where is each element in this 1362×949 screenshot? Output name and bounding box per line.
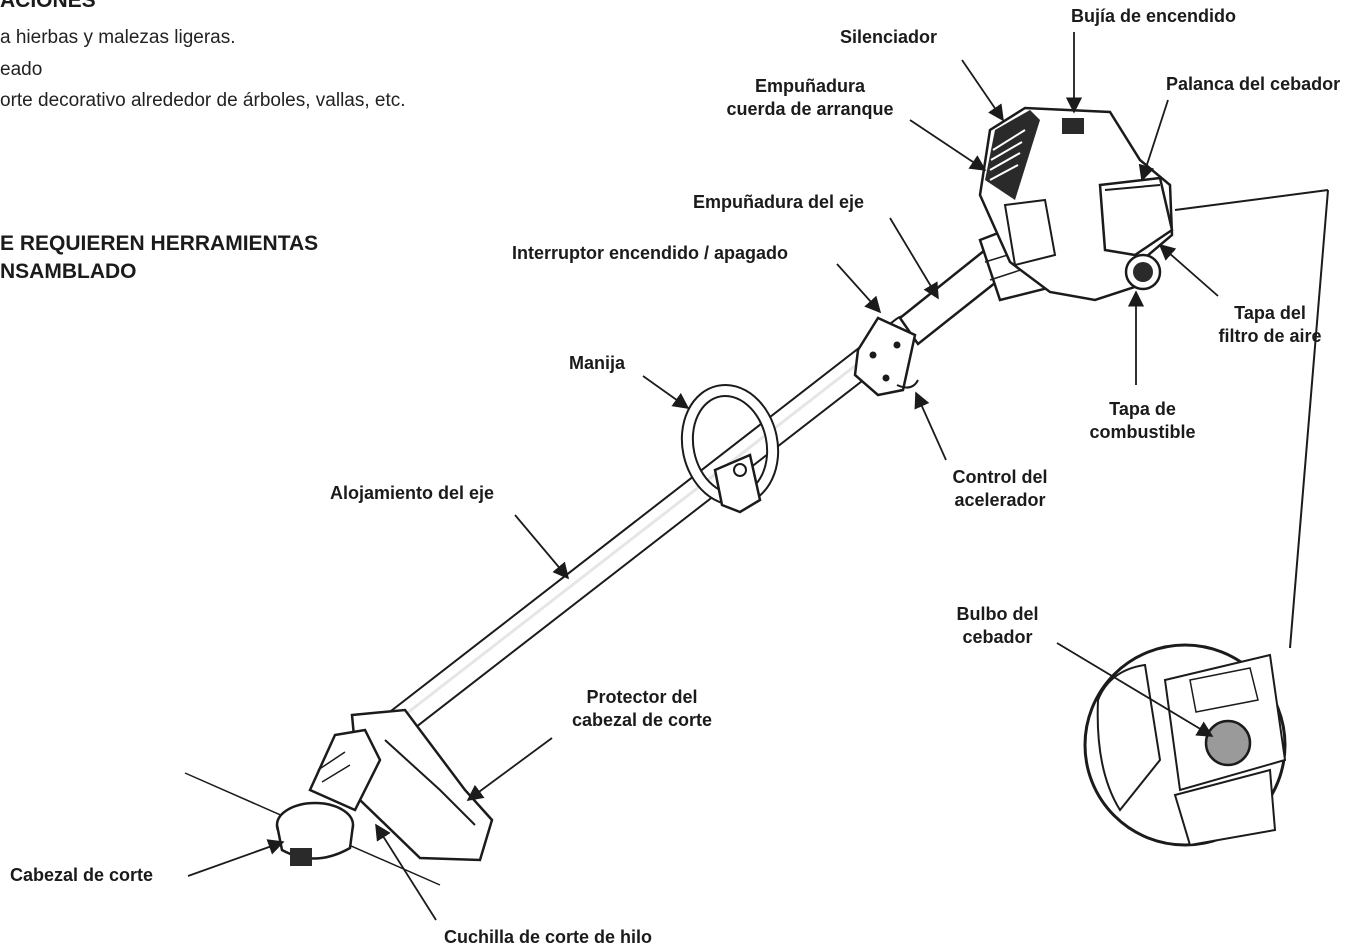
engine (978, 106, 1174, 302)
loop-handle (680, 383, 780, 514)
label-on-off-switch: Interruptor encendido / apagado (512, 243, 789, 263)
label-throttle: Control del acelerador (935, 466, 1065, 512)
label-throttle-line-2: acelerador (954, 490, 1046, 510)
label-muffler: Silenciador (840, 27, 938, 47)
tools-heading-line-2: NSAMBLADO (0, 260, 137, 283)
label-shaft-grip: Empuñadura del eje (693, 192, 865, 212)
usage-line-3: orte decorativo alrededor de árboles, va… (0, 90, 406, 111)
callout-lines (187, 32, 1219, 921)
label-primer-bulb: Bulbo del cebador (935, 603, 1060, 649)
label-starter-handle-line-1: Empuñadura (754, 76, 865, 96)
label-cutting-guard-line-1: Protector del (586, 687, 698, 707)
label-cutting-head: Cabezal de corte (10, 865, 154, 885)
usage-heading: ACIONES (0, 0, 96, 12)
label-fuel-cap-line-2: combustible (1089, 422, 1196, 442)
label-air-filter: Tapa del filtro de aire (1195, 302, 1345, 348)
label-throttle-line-1: Control del (952, 467, 1048, 487)
label-primer-bulb-line-1: Bulbo del (956, 604, 1039, 624)
primer-bulb-detail (1083, 189, 1329, 847)
label-spark-plug: Bujía de encendido (1071, 6, 1237, 26)
label-fuel-cap-line-1: Tapa de (1109, 399, 1176, 419)
label-cutting-guard-line-2: cabezal de corte (571, 710, 713, 730)
usage-line-1: a hierbas y malezas ligeras. (0, 27, 236, 48)
label-shaft-housing: Alojamiento del eje (330, 483, 495, 503)
label-handle: Manija (569, 353, 626, 373)
label-fuel-cap: Tapa de combustible (1070, 398, 1215, 444)
label-starter-handle: Empuñadura cuerda de arranque (700, 75, 920, 121)
label-starter-handle-line-2: cuerda de arranque (726, 99, 894, 119)
label-cutting-guard: Protector del cabezal de corte (552, 686, 732, 732)
usage-line-2: eado (0, 59, 43, 80)
label-air-filter-line-1: Tapa del (1234, 303, 1306, 323)
label-air-filter-line-2: filtro de aire (1218, 326, 1322, 346)
shaft-housing (355, 315, 920, 760)
tools-heading-line-1: E REQUIEREN HERRAMIENTAS (0, 232, 319, 255)
label-primer-bulb-line-2: cebador (962, 627, 1033, 647)
trimmer-head-assembly (184, 708, 494, 886)
throttle-housing (853, 316, 919, 397)
label-choke-lever: Palanca del cebador (1166, 74, 1341, 94)
label-line-cutter: Cuchilla de corte de hilo (444, 927, 653, 947)
